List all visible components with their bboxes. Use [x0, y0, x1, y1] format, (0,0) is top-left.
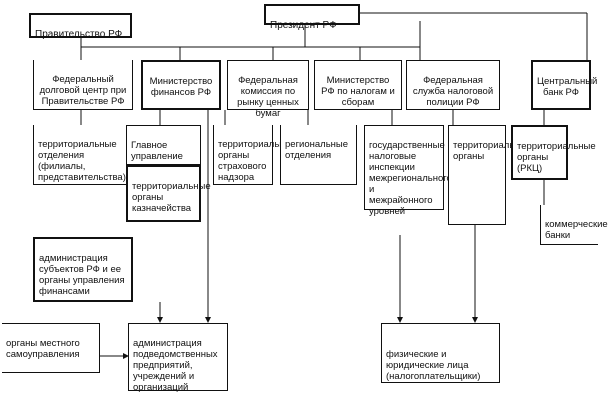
police-organs-box: территориальные органы [448, 125, 532, 225]
rkc-label: территориальные органы (РКЦ) [517, 141, 596, 174]
insurance-box: территориальные органы страхового надзор… [213, 125, 297, 185]
minfin-label: Министерство финансов РФ [149, 76, 213, 98]
tax-inspections-box: государственные налоговые инспекции межр… [364, 125, 452, 217]
local-gov-box: органы местного самоуправления [2, 323, 100, 373]
treasury-label: территориальные органы казначейства [132, 181, 211, 214]
minfin-box: Министерство финансов РФ [141, 60, 221, 110]
debt-offices-label: территориальные отделения (филиалы, пред… [38, 139, 126, 183]
tax-inspections-label: государственные налоговые инспекции межр… [369, 140, 452, 217]
comm-banks-box: коммерческие банки [540, 205, 608, 245]
fsnp-box: Федеральная служба налоговой полиции РФ [406, 60, 500, 110]
president-box: Президент РФ [264, 4, 360, 31]
insurance-label: территориальные органы страхового надзор… [218, 139, 297, 183]
main-dept-label: Главное управление [131, 140, 183, 162]
local-gov-label: органы местного самоуправления [6, 338, 80, 360]
enterprises-admin-label: администрация подведомственных предприят… [133, 338, 218, 393]
treasury-box: территориальные органы казначейства [126, 165, 211, 222]
debt-offices-box: территориальные отделения (филиалы, пред… [33, 125, 130, 185]
taxpayers-label: физические и юридические лица (налогопла… [386, 349, 481, 382]
cbr-box: Центральный банк РФ [531, 60, 597, 110]
debt-center-box: Федеральный долговой центр при Правитель… [33, 60, 133, 110]
police-organs-label: территориальные органы [453, 140, 532, 162]
government-label: Правительство РФ [35, 29, 123, 40]
government-box: Правительство РФ [29, 13, 132, 40]
regional-offices-label: региональные отделения [285, 139, 349, 161]
fksc-box: Федеральная комиссия по рынку ценных бум… [227, 60, 309, 119]
comm-banks-label: коммерческие банки [545, 219, 608, 241]
rkc-box: территориальные органы (РКЦ) [511, 125, 596, 180]
regional-admin-label: администрация субъектов РФ и ее органы у… [39, 253, 125, 297]
regional-admin-box: администрация субъектов РФ и ее органы у… [33, 237, 133, 302]
debt-center-label: Федеральный долговой центр при Правитель… [39, 74, 127, 107]
fsnp-label: Федеральная служба налоговой полиции РФ [412, 75, 494, 108]
regional-offices-box: региональные отделения [280, 125, 357, 185]
fksc-label: Федеральная комиссия по рынку ценных бум… [237, 75, 299, 119]
mns-label: Министерство РФ по налогам и сборам [321, 75, 395, 108]
enterprises-admin-box: администрация подведомственных предприят… [128, 323, 228, 393]
main-dept-box: Главное управление [126, 125, 201, 165]
mns-box: Министерство РФ по налогам и сборам [314, 60, 402, 110]
taxpayers-box: физические и юридические лица (налогопла… [381, 323, 500, 383]
cbr-label: Центральный банк РФ [537, 76, 598, 98]
president-label: Президент РФ [270, 20, 337, 31]
